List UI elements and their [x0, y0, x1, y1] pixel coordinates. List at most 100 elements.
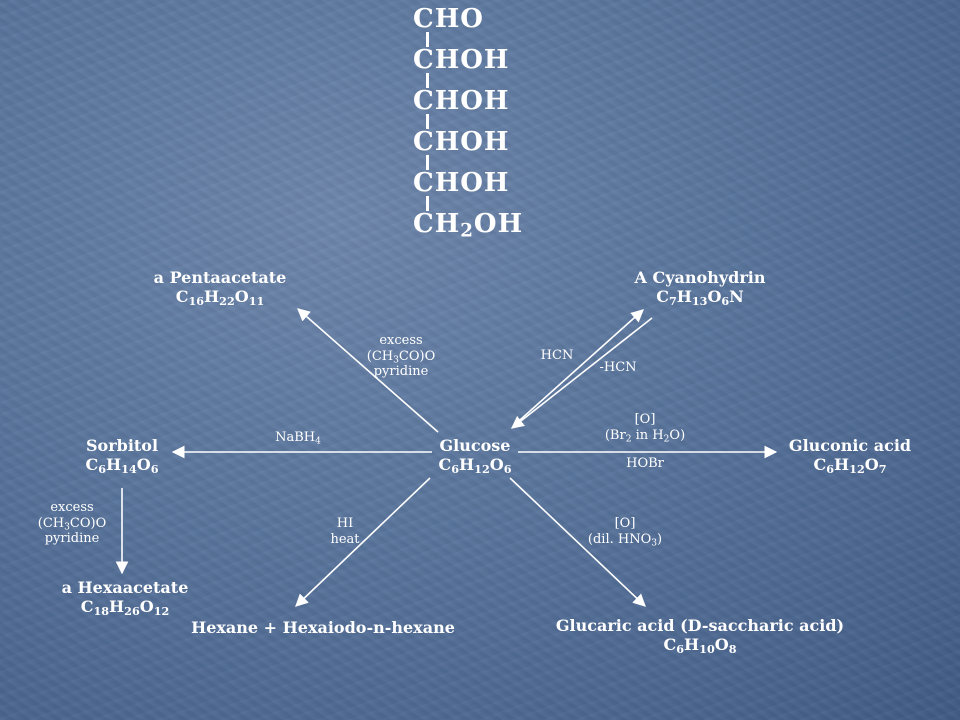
compound-name: a Hexaacetate	[61, 578, 189, 597]
formula-subscript: 6	[451, 461, 460, 476]
reagent-line: excess	[27, 500, 117, 516]
formula-text: O	[489, 455, 504, 475]
chain-group-ch2oh: CH2OH	[413, 209, 524, 242]
arrow-to-hexane	[295, 477, 431, 607]
formula-subscript: 6	[98, 461, 107, 476]
formula-text: [O]	[634, 412, 656, 427]
formula-text: CO)O	[398, 348, 436, 364]
glucaric-acid-label: Glucaric acid (D-saccharic acid) C6H10O8	[550, 616, 850, 655]
formula-subscript: 6	[676, 641, 685, 656]
pentaacetate-label: a Pentaacetate C16H22O11	[150, 268, 290, 307]
reagent-nabh4: NaBH4	[258, 430, 338, 446]
formula-subscript: 12	[849, 461, 865, 476]
formula-subscript: 4	[315, 436, 321, 447]
formula-subscript: 6	[826, 461, 835, 476]
reagent-line: HCN	[532, 348, 582, 364]
formula-text: (CH	[366, 348, 394, 364]
formula-subscript: 26	[124, 603, 140, 618]
chain-group-choh: CHOH	[413, 86, 510, 116]
arrow-from-cyanohydrin	[510, 317, 653, 429]
arrow-to-cyanohydrin	[519, 309, 644, 421]
gluconic-acid-label: Gluconic acid C6H12O7	[780, 436, 920, 475]
formula-text: (dil. HNO	[587, 531, 652, 547]
formula-text: HCN	[540, 348, 574, 363]
formula-subscript: 16	[188, 293, 205, 308]
compound-formula: C6H12O6	[425, 455, 525, 474]
formula-text: O	[136, 455, 151, 475]
formula-text: H	[109, 597, 125, 617]
reagent-line: HOBr	[615, 456, 675, 472]
reagent-hcn: HCN	[532, 348, 582, 364]
reagent-minus-hcn: -HCN	[588, 360, 648, 376]
compound-formula: C18H26O12	[55, 597, 195, 616]
compound-formula: C16H22O11	[150, 287, 290, 306]
compound-formula: C6H10O8	[550, 635, 850, 654]
formula-text: NaBH	[275, 430, 316, 445]
formula-text: H	[459, 455, 475, 475]
formula-subscript: 6	[721, 293, 730, 308]
formula-subscript: 22	[219, 293, 235, 308]
reagent-line: NaBH4	[258, 430, 338, 446]
reagent-line: (CH3CO)O	[356, 349, 446, 365]
formula-text: C	[85, 455, 99, 475]
formula-subscript: 3	[393, 354, 399, 365]
formula-subscript: 2	[625, 433, 632, 444]
formula-text: C	[175, 287, 189, 307]
formula-subscript: 7	[878, 461, 887, 476]
compound-name: A Cyanohydrin	[634, 268, 766, 287]
formula-text: (CH	[37, 515, 65, 531]
formula-subscript: 11	[248, 293, 265, 308]
formula-text: C	[438, 455, 452, 475]
bond-line	[426, 155, 429, 170]
formula-text: )	[657, 531, 663, 547]
formula-text: excess	[50, 500, 94, 515]
chain-group-choh: CHOH	[413, 168, 510, 198]
formula-text: HOBr	[626, 456, 664, 471]
formula-subscript: 3	[64, 521, 70, 532]
formula-text: H	[106, 455, 122, 475]
formula-text: C	[80, 597, 94, 617]
formula-text: [O]	[614, 516, 636, 531]
compound-name: Glucose	[439, 436, 511, 455]
formula-subscript: 6	[150, 461, 159, 476]
formula-text: -HCN	[599, 360, 637, 375]
formula-text: O	[707, 287, 722, 307]
chain-group-choh: CHOH	[413, 45, 510, 75]
arrow-to-pentaacetate	[297, 308, 439, 433]
reagent-line: (dil. HNO3)	[570, 532, 680, 548]
formula-subscript: 13	[691, 293, 708, 308]
formula-subscript: 12	[153, 603, 170, 618]
formula-text: C	[656, 287, 669, 307]
formula-subscript: 8	[728, 641, 737, 656]
formula-text: O	[139, 597, 154, 617]
formula-text: pyridine	[373, 364, 429, 380]
arrow-to-glucaric	[509, 477, 646, 607]
reagent-line: (Br2 in H2O)	[585, 428, 705, 444]
reagent-gluconic-top: [O](Br2 in H2O)	[585, 412, 705, 443]
compound-name: a Pentaacetate	[153, 268, 287, 287]
formula-subscript: 7	[668, 293, 677, 308]
reagent-gluconic-bottom: HOBr	[615, 456, 675, 472]
formula-subscript: 12	[474, 461, 490, 476]
formula-text: (Br	[604, 427, 626, 443]
formula-text: N	[729, 287, 744, 307]
bond-line	[426, 73, 429, 88]
cyanohydrin-label: A Cyanohydrin C7H13O6N	[620, 268, 780, 307]
compound-formula: C7H13O6N	[620, 287, 780, 306]
chain-group-choh: CHOH	[413, 127, 510, 157]
formula-text: excess	[379, 333, 423, 348]
bond-line	[426, 196, 429, 211]
formula-subscript: 14	[121, 461, 137, 476]
formula-subscript: 18	[93, 603, 110, 618]
formula-text: H	[834, 455, 850, 475]
formula-subscript: 3	[651, 537, 658, 548]
formula-text: heat	[330, 531, 360, 547]
compound-name: Hexane + Hexaiodo-n-hexane	[191, 618, 455, 637]
formula-text: O	[864, 455, 879, 475]
compound-formula: C6H12O7	[780, 455, 920, 474]
